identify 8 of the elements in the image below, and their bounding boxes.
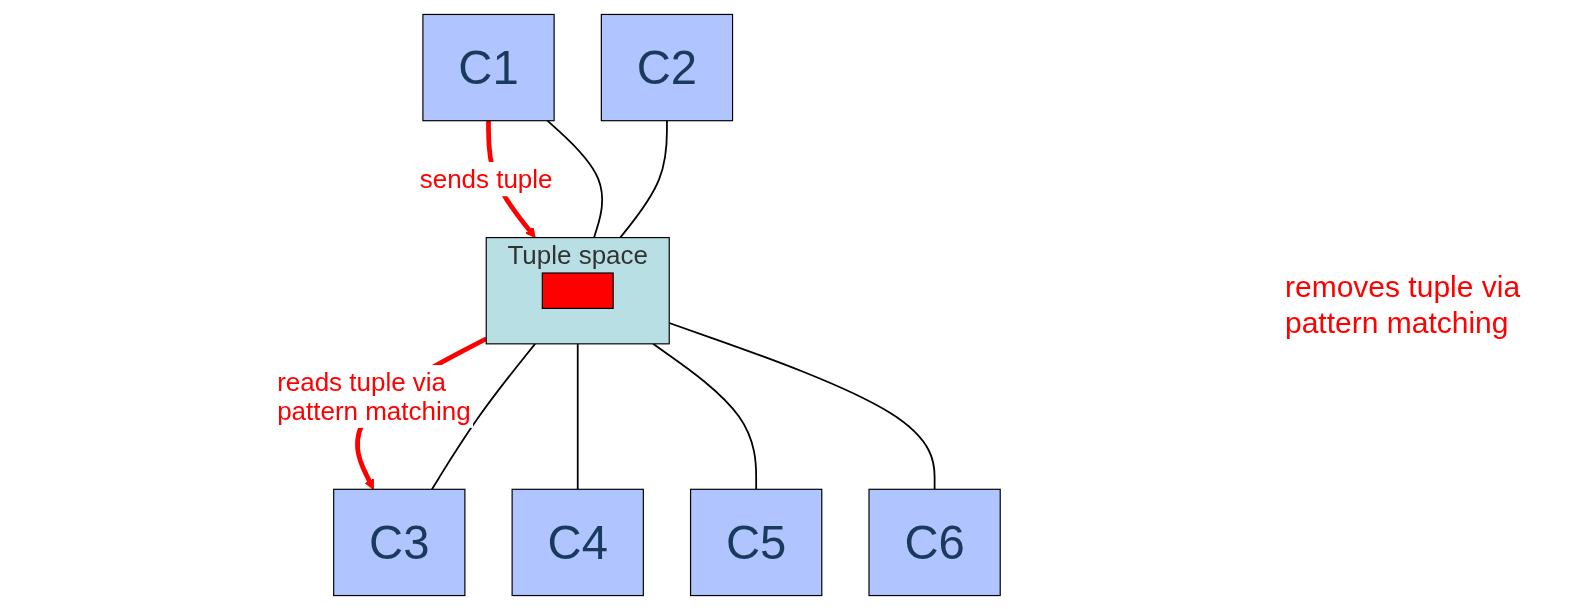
process-box: C2 xyxy=(600,13,734,121)
process-box: C1 xyxy=(422,13,555,121)
process-box: C4 xyxy=(511,488,644,596)
process-box: C6 xyxy=(868,488,1001,596)
process-box: C5 xyxy=(689,488,823,596)
annotation-text: removes tuple via pattern matching xyxy=(1285,268,1522,341)
process-box: C3 xyxy=(333,488,466,596)
edge-label: sends tuple xyxy=(417,161,555,196)
